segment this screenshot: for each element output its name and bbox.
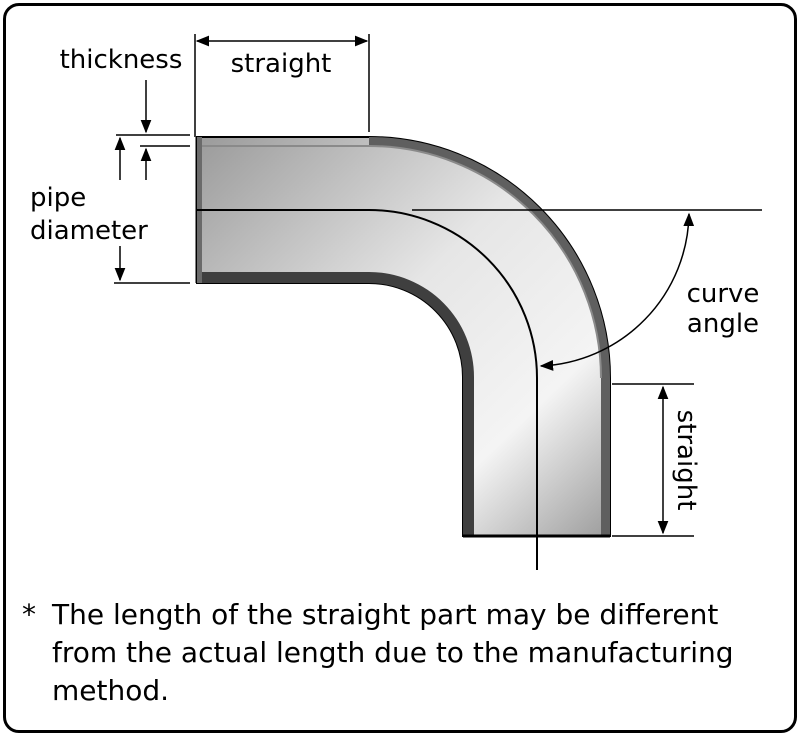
diameter-label-bg (28, 180, 156, 246)
diameter-label-line2: diameter (30, 216, 148, 246)
straight-top-label: straight (231, 49, 332, 79)
thickness-label: thickness (60, 45, 183, 75)
curve-angle-arrow (539, 212, 695, 371)
pipe-body (196, 136, 611, 537)
pipe-inner-shade (197, 272, 475, 536)
manufacturing-note: * The length of the straight part may be… (22, 596, 782, 710)
pipe-centerline (197, 209, 538, 570)
curve-angle-label-line1: curve (687, 279, 760, 309)
straight-right-label: straight (671, 410, 701, 511)
curve-angle-label-line2: angle (687, 309, 759, 339)
note-text: The length of the straight part may be d… (52, 598, 734, 707)
note-asterisk: * (22, 598, 36, 631)
diameter-label-line1: pipe (30, 183, 86, 213)
